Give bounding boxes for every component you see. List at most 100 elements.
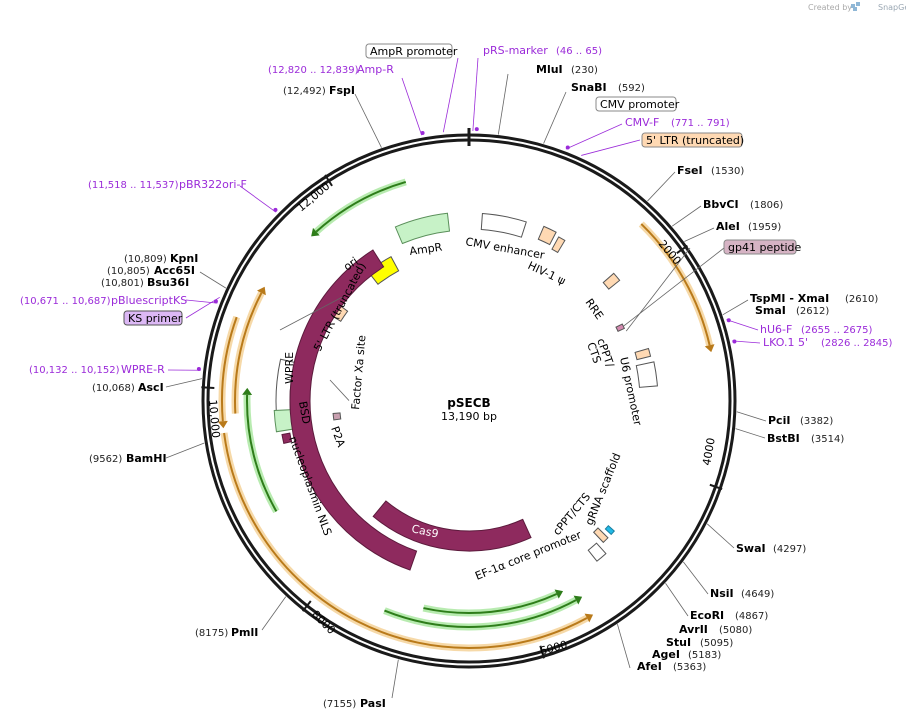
site-stui[interactable]: StuI <box>666 636 691 649</box>
grna-scaffold-label[interactable]: gRNA scaffold <box>583 451 624 527</box>
site-avrii[interactable]: AvrII <box>679 623 708 636</box>
bsd-label[interactable]: BSD <box>296 400 313 425</box>
hiv-psi-label[interactable]: HIV-1 ψ <box>526 259 568 288</box>
leader-12 <box>391 659 399 699</box>
green-orf-glow-2 <box>422 590 559 617</box>
site-avrii-pos: (5080) <box>719 625 752 636</box>
factor-xa-label[interactable]: Factor Xa site <box>349 334 368 410</box>
inner-leader-2 <box>329 379 350 401</box>
green-orf-arrowhead-2 <box>554 589 564 599</box>
site-agei[interactable]: AgeI <box>652 648 680 661</box>
primer-mark-4 <box>196 367 201 372</box>
primer-mark-2 <box>726 318 731 323</box>
leader-2 <box>647 171 676 202</box>
feature-hiv-psi <box>551 236 566 254</box>
feature-nls <box>281 432 293 445</box>
leader-13 <box>261 596 287 631</box>
site-pasi[interactable]: PasI <box>360 697 386 710</box>
cas9-label-b[interactable]: Cas9 <box>388 573 417 591</box>
site-ecori[interactable]: EcoRI <box>690 609 724 622</box>
orf-2 <box>221 316 238 422</box>
primer-pbluescriptks-pos: (10,671 .. 10,687) <box>20 296 111 307</box>
site-tspmi-xmai[interactable]: TspMI - XmaI <box>750 292 829 305</box>
site-pmli[interactable]: PmlI <box>231 626 258 639</box>
site-snabi[interactable]: SnaBI <box>571 81 607 94</box>
cmv-promoter-label[interactable]: CMV promoter <box>600 98 680 111</box>
site-acc65i[interactable]: Acc65I <box>154 264 195 277</box>
snapgene-logo-icon <box>851 2 860 11</box>
green-orf-2 <box>423 593 558 614</box>
primer-wpre-r[interactable]: WPRE-R <box>121 363 165 376</box>
tick-marks <box>201 174 723 659</box>
site-fsei-pos: (1530) <box>711 166 744 177</box>
leader-22 <box>581 139 641 156</box>
leader-14 <box>165 442 205 459</box>
primer-lko1[interactable]: LKO.1 5' <box>763 336 808 349</box>
site-swai-pos: (4297) <box>773 544 806 555</box>
feature-u6-promoter <box>635 361 658 388</box>
site-bstbi[interactable]: BstBI <box>767 432 800 445</box>
leader-18 <box>401 77 423 136</box>
site-agei-pos: (5183) <box>688 650 721 661</box>
credit-brand: SnapGene <box>878 3 906 12</box>
leader-27 <box>185 299 218 304</box>
primer-amp-r[interactable]: Amp-R <box>357 63 394 76</box>
primer-cmv-f[interactable]: CMV-F <box>625 116 659 129</box>
site-bamhi[interactable]: BamHI <box>126 452 167 465</box>
tick-2000 <box>676 244 688 255</box>
leader-10 <box>665 582 689 617</box>
site-smai[interactable]: SmaI <box>755 304 786 317</box>
primer-hu6-f-pos: (2655 .. 2675) <box>801 325 873 336</box>
primer-pbr322ori-f[interactable]: pBR322ori-F <box>179 178 247 191</box>
wpre-label[interactable]: WPRE <box>283 352 296 384</box>
site-mlui[interactable]: MluI <box>536 63 563 76</box>
tick-label-8000: 8000 <box>309 608 338 637</box>
ampr-label[interactable]: AmpR <box>409 240 444 257</box>
site-leaders <box>165 57 767 699</box>
leader-15 <box>165 378 203 388</box>
site-fsei[interactable]: FseI <box>677 164 703 177</box>
ltr-truncated-label[interactable]: 5' LTR (truncated) <box>646 134 744 147</box>
site-bbvci[interactable]: BbvCI <box>703 198 739 211</box>
feature-rre <box>602 272 621 290</box>
leader-29 <box>239 185 277 213</box>
site-fspi[interactable]: FspI <box>329 84 355 97</box>
primer-pbr322ori-f-pos: (11,518 .. 11,537) <box>88 180 179 191</box>
leader-8 <box>706 523 735 549</box>
primer-prs-marker[interactable]: pRS-marker <box>483 44 548 57</box>
gp41-label[interactable]: gp41 peptide <box>728 241 802 254</box>
feature-grna <box>604 525 616 536</box>
primer-pbluescriptks[interactable]: pBluescriptKS <box>111 294 187 307</box>
site-swai[interactable]: SwaI <box>736 542 766 555</box>
primers: pRS-marker (46 .. 65) CMV-F (771 .. 791)… <box>20 44 893 376</box>
cmv-enhancer-label[interactable]: CMV enhancer <box>464 235 545 262</box>
site-bsu36i-pos: (10,801) <box>101 278 144 289</box>
site-bstbi-pos: (3514) <box>811 434 844 445</box>
rre-label[interactable]: RRE <box>583 296 606 322</box>
p2a-label[interactable]: P2A <box>328 425 348 450</box>
orf-0 <box>640 223 711 346</box>
site-nsii[interactable]: NsiI <box>710 587 734 600</box>
primer-hu6-f[interactable]: hU6-F <box>760 323 792 336</box>
green-orf-arrowhead-0 <box>311 227 320 237</box>
ltr-truncated-box <box>641 132 743 148</box>
green-orf-3 <box>246 394 278 512</box>
site-kpni[interactable]: KpnI <box>170 252 198 265</box>
site-bsu36i[interactable]: Bsu36I <box>147 276 189 289</box>
ampr-promoter-box <box>365 43 453 59</box>
site-alei-pos: (1959) <box>748 222 781 233</box>
primer-mark-1 <box>565 145 570 150</box>
feature-ampr <box>394 212 451 245</box>
ks-primer-label[interactable]: KS primer <box>128 312 183 325</box>
site-afei[interactable]: AfeI <box>637 660 662 673</box>
site-pcii[interactable]: PciI <box>768 414 790 427</box>
site-asci[interactable]: AscI <box>138 381 164 394</box>
leader-20 <box>442 57 459 133</box>
cas9-label-a[interactable]: Cas9 <box>410 522 439 540</box>
inner-leader-1 <box>279 296 343 331</box>
leader-16 <box>199 271 227 289</box>
ampr-promoter-label[interactable]: AmpR promoter <box>370 45 458 58</box>
site-alei[interactable]: AleI <box>716 220 740 233</box>
primer-wpre-r-pos: (10,132 .. 10,152) <box>29 365 120 376</box>
